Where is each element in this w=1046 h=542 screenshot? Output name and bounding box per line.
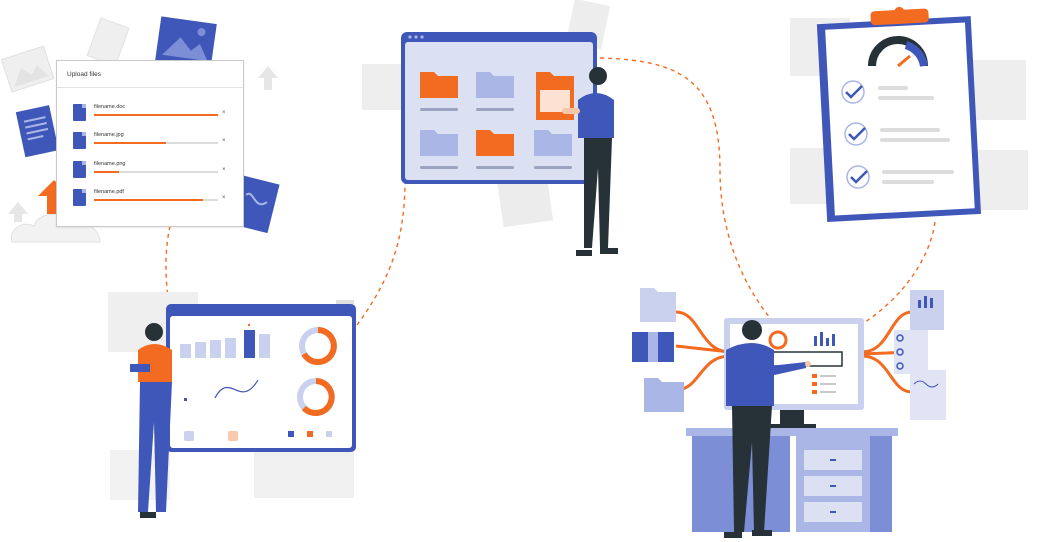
cloud-icon [10, 214, 101, 243]
folder-icon [476, 72, 514, 111]
person-at-monitor [724, 320, 811, 538]
upload-file-row: filename.png × [73, 160, 233, 182]
upload-file-row: filename.pdf × [73, 188, 233, 210]
upload-progress-bar [94, 114, 218, 116]
folder-icon [640, 288, 676, 322]
document-icon [73, 161, 86, 178]
dashed-connector-lines [165, 57, 936, 326]
document-icon [73, 189, 86, 206]
folder-icon [420, 130, 458, 169]
close-icon[interactable]: × [222, 195, 226, 201]
upload-files-panel: Upload files filename.doc×filename.jpg×f… [56, 60, 244, 227]
person-organizing-folders [562, 67, 618, 256]
file-name: filename.pdf [94, 189, 124, 195]
dashboard-group [108, 292, 356, 518]
upload-progress-bar [94, 199, 218, 201]
workstation-group [632, 288, 946, 538]
upload-progress-bar [94, 171, 218, 173]
upload-progress-fill [94, 171, 119, 173]
person-with-tablet [130, 323, 172, 518]
box-icon [632, 332, 674, 362]
upload-progress-fill [94, 199, 204, 201]
close-icon[interactable]: × [222, 167, 226, 173]
upload-arrow-icon-faded [8, 66, 278, 222]
folder-icon [476, 130, 514, 169]
upload-file-row: filename.doc × [73, 103, 233, 125]
close-icon[interactable]: × [222, 138, 226, 144]
file-name: filename.png [94, 161, 126, 167]
upload-file-row: filename.jpg × [73, 131, 233, 153]
upload-progress-fill [94, 114, 218, 116]
folder-icon-open [536, 72, 574, 120]
file-name: filename.doc [94, 104, 126, 110]
upload-progress-bar [94, 142, 218, 144]
close-icon[interactable]: × [222, 110, 226, 116]
image-icon-faded [0, 45, 55, 93]
clipboard-group [790, 6, 1028, 222]
document-icon-faded [86, 17, 130, 67]
bar-chart-mini [180, 323, 270, 358]
donut-chart-mini [297, 327, 337, 416]
folder-icon [644, 378, 684, 412]
document-icon [15, 105, 59, 158]
folder-icon [420, 72, 458, 111]
image-icon [155, 16, 217, 68]
upload-progress-fill [94, 142, 166, 144]
document-icon [73, 132, 86, 149]
folder-screen-group [362, 0, 618, 256]
document-icon [73, 104, 86, 121]
checkmark-icon [841, 80, 870, 189]
folder-icon [534, 130, 572, 169]
desk-icon [686, 428, 898, 532]
clipboard-icon [816, 6, 982, 222]
upload-panel-title: Upload files [67, 71, 101, 78]
gauge-icon [868, 36, 928, 68]
upload-panel-divider [57, 87, 243, 88]
file-name: filename.jpg [94, 132, 124, 138]
